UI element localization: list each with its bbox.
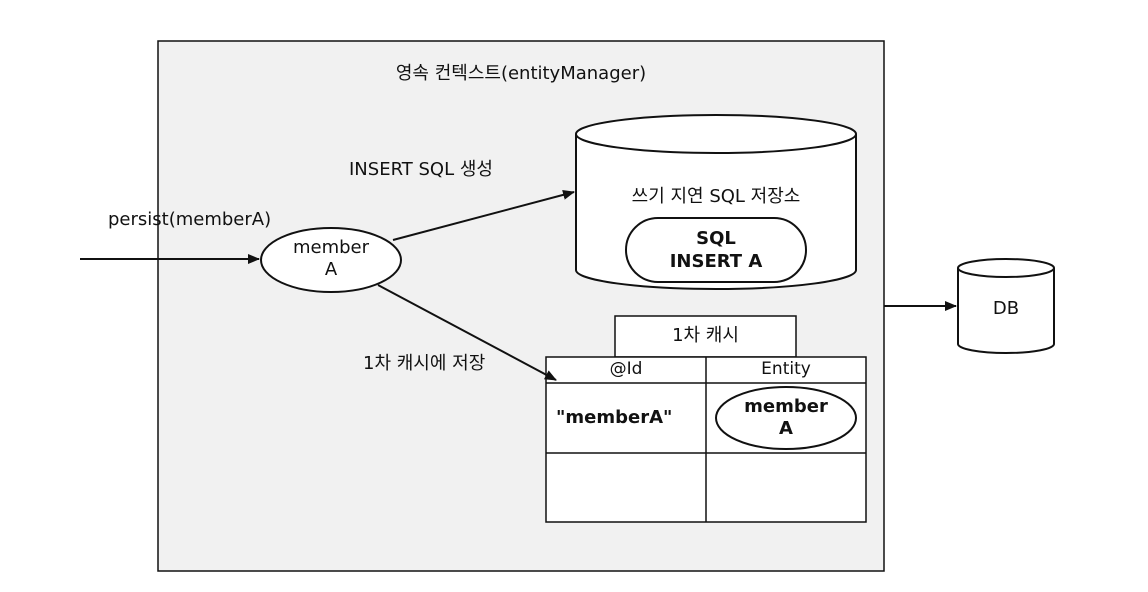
cache-entity-line2: A bbox=[779, 418, 793, 439]
sql-pill bbox=[625, 217, 807, 283]
cache-row-id: "memberA" bbox=[556, 407, 673, 428]
sql-pill-line1: SQL bbox=[696, 228, 736, 249]
insert-sql-arrow bbox=[392, 189, 575, 241]
cache-entity-node bbox=[715, 386, 857, 450]
cache-entity-line1: member bbox=[744, 396, 828, 417]
context-title: 영속 컨텍스트(entityManager) bbox=[395, 63, 647, 84]
write-store-title: 쓰기 지연 SQL 저장소 bbox=[631, 186, 801, 207]
sql-pill-line2: INSERT A bbox=[669, 251, 763, 272]
cache-header-entity: Entity bbox=[761, 359, 811, 379]
db-label: DB bbox=[992, 298, 1020, 319]
member-a-line2: A bbox=[324, 259, 338, 280]
member-a-node bbox=[260, 227, 402, 293]
db-cylinder bbox=[957, 258, 1055, 354]
insert-sql-label: INSERT SQL 생성 bbox=[349, 159, 493, 180]
save-cache-arrow bbox=[377, 284, 557, 381]
member-a-line1: member bbox=[292, 237, 370, 258]
persist-label: persist(memberA) bbox=[108, 209, 272, 230]
cache-header-id: @Id bbox=[609, 359, 643, 379]
cache-title: 1차 캐시 bbox=[672, 325, 739, 346]
save-cache-label: 1차 캐시에 저장 bbox=[363, 353, 486, 374]
